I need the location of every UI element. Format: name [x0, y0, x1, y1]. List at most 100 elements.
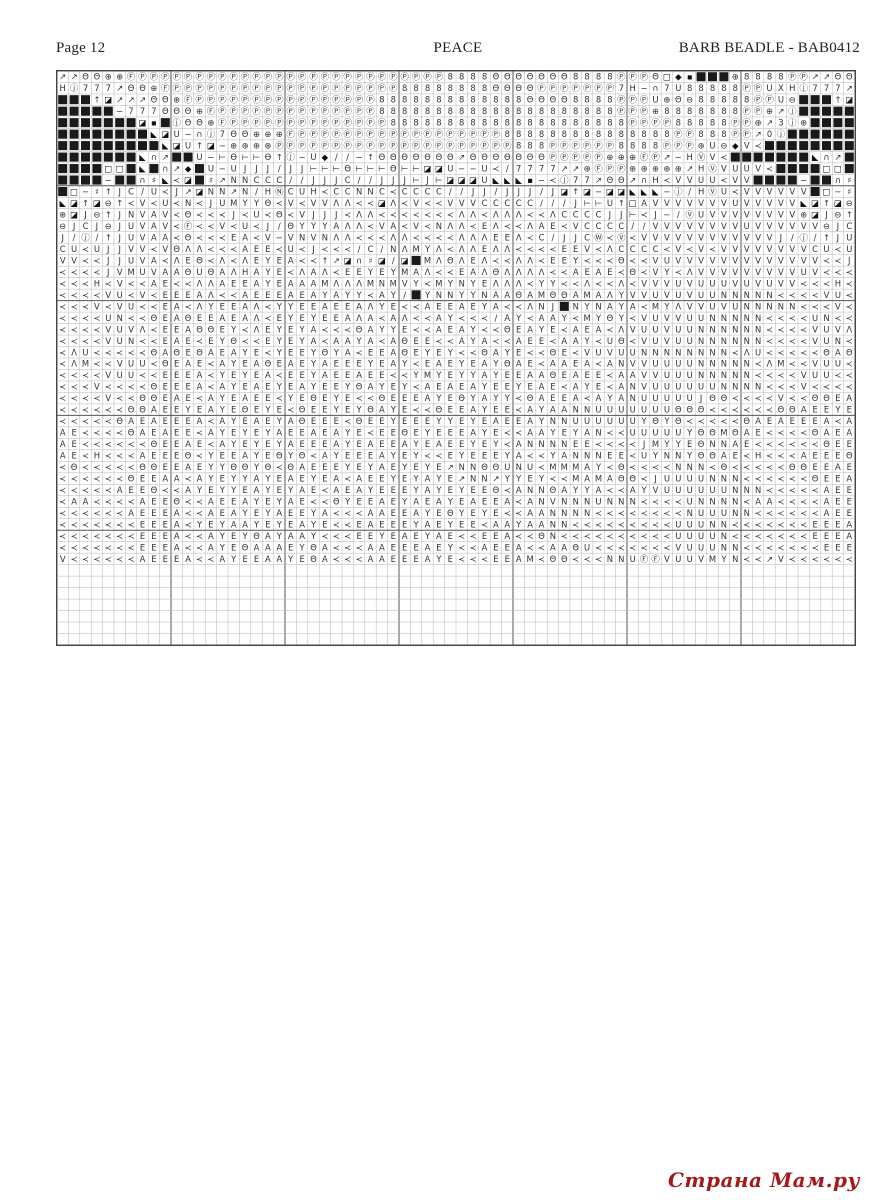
stitch-symbol: Ⓟ [298, 106, 307, 116]
stitch-symbol: 8 [459, 106, 464, 116]
stitch-symbol: U [310, 152, 316, 162]
stitch-symbol: Α [276, 554, 282, 564]
stitch-symbol: V [801, 382, 807, 392]
stitch-symbol: ≺ [435, 232, 442, 242]
stitch-symbol: Θ [151, 347, 158, 357]
stitch-symbol: ≺ [789, 324, 796, 334]
stitch-symbol: ≺ [367, 221, 374, 231]
stitch-symbol: ≺ [185, 497, 192, 507]
stitch-symbol: N [721, 347, 727, 357]
stitch-symbol: ≺ [219, 210, 226, 220]
stitch-symbol: ≺ [401, 210, 408, 220]
stitch-symbol: Ⓟ [435, 129, 444, 139]
stitch-symbol: Λ [744, 347, 750, 357]
stitch-symbol: ≺ [93, 508, 100, 518]
stitch-symbol: ≺ [207, 359, 214, 369]
stitch-symbol: Ε [277, 359, 282, 369]
stitch-symbol: Ε [174, 428, 179, 438]
stitch-symbol: Ⓟ [549, 83, 558, 93]
stitch-symbol: ≺ [196, 428, 203, 438]
stitch-symbol: Υ [333, 393, 340, 403]
stitch-symbol: ≺ [424, 210, 431, 220]
stitch-symbol: Υ [219, 485, 226, 495]
stitch-symbol: C [539, 232, 545, 242]
stitch-symbol: ≺ [527, 278, 534, 288]
stitch-symbol: Θ [94, 72, 101, 82]
stitch-symbol: Ⓟ [366, 129, 375, 139]
stitch-symbol: Ө [265, 152, 272, 162]
stitch-symbol: Ε [459, 382, 464, 392]
stitch-symbol: Α [390, 347, 396, 357]
stitch-symbol: U [721, 187, 727, 197]
stitch-symbol: ≺ [401, 198, 408, 208]
stitch-symbol: U [504, 462, 510, 472]
stitch-symbol: ↗ [629, 175, 636, 185]
stitch-symbol: Θ [550, 485, 557, 495]
stitch-symbol: Ε [550, 255, 555, 265]
stitch-symbol: Α [219, 439, 225, 449]
stitch-symbol: U [675, 474, 681, 484]
stitch-symbol: 8 [687, 83, 692, 93]
stitch-symbol: ≺ [527, 347, 534, 357]
stitch-symbol: Υ [572, 428, 579, 438]
stitch-symbol: Ε [254, 255, 259, 265]
stitch-symbol: Ε [391, 439, 396, 449]
stitch-symbol: V [721, 301, 727, 311]
stitch-symbol: Α [242, 393, 248, 403]
stitch-symbol: ≺ [834, 554, 841, 564]
stitch-symbol: U [664, 370, 670, 380]
stitch-symbol: Ν [538, 439, 544, 449]
stitch-symbol: A [151, 232, 157, 242]
stitch-symbol: V [767, 187, 773, 197]
stitch-symbol: Ⓟ [264, 95, 273, 105]
stitch-symbol: Α [368, 313, 374, 323]
stitch-symbol: Ⓕ [218, 118, 227, 128]
stitch-symbol: ≺ [139, 370, 146, 380]
stitch-symbol: Ε [185, 255, 190, 265]
stitch-symbol: ◪ [173, 141, 181, 151]
stitch-symbol: Υ [276, 301, 283, 311]
stitch-symbol: ◣ [493, 175, 500, 185]
stitch-symbol: Ε [505, 416, 510, 426]
stitch-symbol: Μ [321, 278, 328, 288]
stitch-symbol: ⊕ [629, 152, 636, 162]
stitch-symbol: Υ [310, 313, 317, 323]
stitch-symbol: V [698, 244, 704, 254]
stitch-symbol: ≺ [618, 542, 625, 552]
stitch-symbol: ⊕ [606, 152, 613, 162]
stitch-symbol: Ⓟ [321, 129, 330, 139]
stitch-symbol: Α [174, 519, 180, 529]
stitch-symbol: Ⓟ [321, 72, 330, 82]
stitch-symbol: Ⓟ [389, 72, 398, 82]
stitch-symbol: ≺ [618, 439, 625, 449]
stitch-symbol: Ⓟ [366, 118, 375, 128]
stitch-symbol: Ν [709, 439, 715, 449]
stitch-symbol: Ε [265, 382, 270, 392]
stitch-symbol: Ε [163, 370, 168, 380]
stitch-symbol: V [721, 267, 727, 277]
stitch-symbol: Θ [709, 393, 716, 403]
stitch-symbol: − [276, 232, 283, 242]
stitch-symbol: Α [185, 554, 191, 564]
stitch-symbol: ◣ [652, 187, 659, 197]
stitch-symbol: ≺ [71, 301, 78, 311]
stitch-symbol: Α [219, 359, 225, 369]
stitch-cell [92, 164, 102, 174]
stitch-symbol: ≺ [777, 313, 784, 323]
stitch-symbol: Ε [163, 508, 168, 518]
stitch-symbol: Ε [140, 519, 145, 529]
stitch-symbol: Υ [390, 267, 397, 277]
stitch-symbol: N [664, 347, 670, 357]
stitch-symbol: V [721, 198, 727, 208]
stitch-symbol: Θ [550, 554, 557, 564]
stitch-symbol: U [630, 416, 636, 426]
stitch-symbol: Α [379, 451, 385, 461]
stitch-symbol: 8 [641, 129, 646, 139]
stitch-symbol: U [846, 232, 852, 242]
stitch-symbol: Ε [539, 336, 544, 346]
stitch-symbol: Ⓟ [355, 83, 364, 93]
stitch-symbol: ◪ [196, 187, 204, 197]
stitch-symbol: Ε [288, 519, 293, 529]
stitch-symbol: U [698, 290, 704, 300]
stitch-symbol: ≺ [93, 519, 100, 529]
